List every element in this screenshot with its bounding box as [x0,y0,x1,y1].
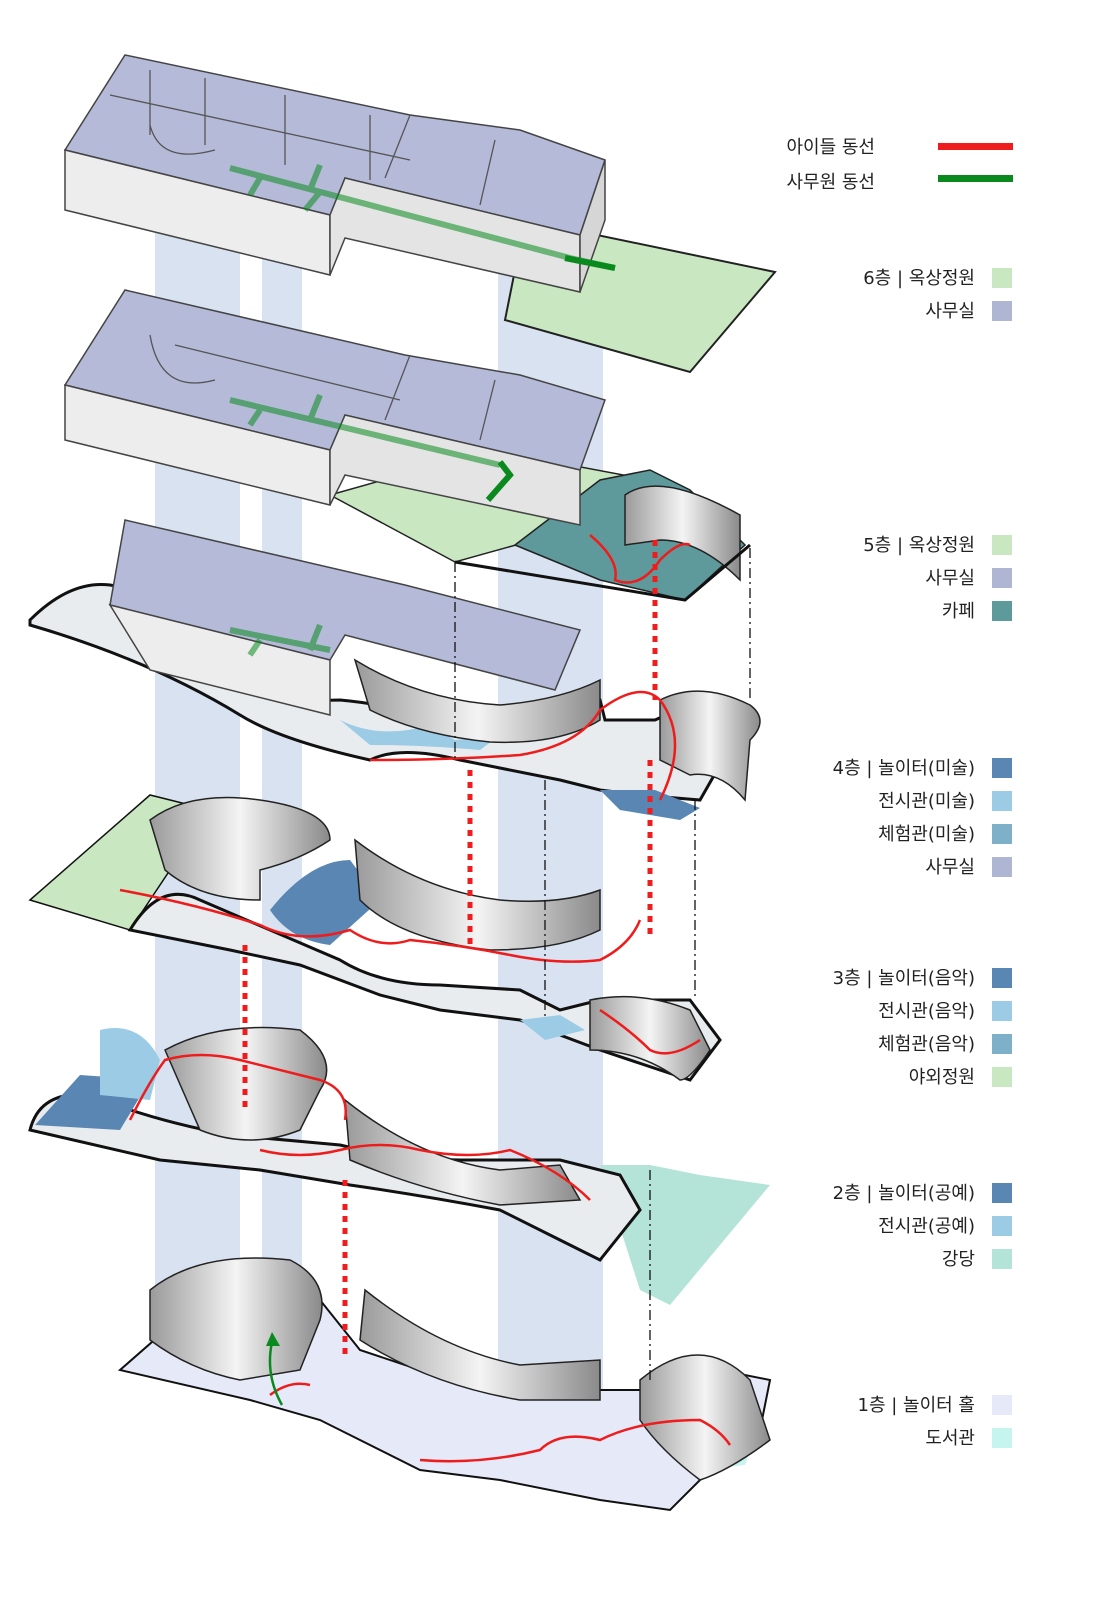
alignment-lines [454,548,751,1380]
music-exhibition-3f [520,1015,585,1040]
floor-legend-swatch [992,968,1012,988]
art-exhibition-4f [340,720,500,750]
music-playground-3f [270,860,380,945]
floor-legend-swatch [992,601,1012,621]
floor-legend-label: 6층 | 옥상정원 [863,268,975,289]
floor-1-model [117,1257,772,1512]
ribbon-wall-1f [639,1354,771,1481]
child-route-5f [589,534,691,584]
staff-entry-arrow-1f [268,1341,284,1406]
tube-wall-3f [589,995,711,1081]
office-partitions-5f [149,334,496,441]
floor-legend-label: 3층 | 놀이터(음악) [833,968,975,989]
floor-edge-5f [454,543,751,602]
child-route-4f [369,690,677,801]
pod-wall-1f [149,1257,323,1381]
staff-route-5f [229,393,501,468]
art-experience-wall-4f [659,690,761,802]
floor-legend-label: 체험관(음악) [878,1034,975,1055]
floor-plate-3f [127,892,722,1082]
floor-legend-swatch [992,1216,1012,1236]
floor-4-model [28,519,761,820]
floor-legend-label: 전시관(공예) [878,1216,975,1237]
floor-legend-swatch [992,268,1012,288]
floor-legend-swatch [992,824,1012,844]
staff-entry-arrowhead-1f [266,1332,280,1346]
craft-exhibition-2f [100,1028,160,1100]
floor-legend-swatch [992,301,1012,321]
floor-2-model [28,1026,770,1305]
floor-legend-swatch [992,791,1012,811]
staff-route-5f-exit [485,460,514,502]
child-route-3f [119,888,701,1055]
floor-legend-swatch [992,1067,1012,1087]
floor-legend-label: 4층 | 놀이터(미술) [833,758,975,779]
floor-legend-swatch [992,1249,1012,1269]
floor-legend-label: 카페 [942,601,975,622]
legend-children-route-label: 아이들 동선 [786,137,875,158]
route-legend: 아이들 동선 사무원 동선 [786,137,1013,193]
legend-staff-route-swatch [938,175,1013,182]
floor-5-model [63,289,751,602]
auditorium-floor-2f [600,1165,770,1305]
floor-legend-label: 야외정원 [909,1067,975,1088]
floor-legend-swatch [992,1001,1012,1021]
floor-legend-swatch [992,1183,1012,1203]
floor-legend-label: 체험관(미술) [878,824,975,845]
child-route-2f [128,1053,591,1201]
curved-wall-1f [359,1288,601,1401]
floor-6-model [63,54,777,374]
floor-legend-label: 전시관(미술) [878,791,975,812]
floor-legend-label: 사무실 [925,857,975,878]
vertical-child-route-connectors [242,540,658,1360]
floor-legend-label: 도서관 [925,1428,975,1449]
pod-wall-3f [149,796,331,901]
office-block-5f-side [329,414,581,526]
floor-legend-swatch [992,535,1012,555]
staff-route-4f [229,623,331,657]
floor-legend-swatch [992,1395,1012,1415]
legend-children-route-swatch [938,143,1013,150]
staff-route-6f-exit [564,255,616,271]
curved-wall-4f [353,658,601,744]
floor-legend-label: 전시관(음악) [878,1001,975,1022]
office-partitions-6f [109,70,496,206]
floor-legend-label: 사무실 [925,568,975,589]
floor-legend-label: 사무실 [925,301,975,322]
child-route-1f [269,1382,732,1463]
legend-staff-route-label: 사무원 동선 [786,172,875,193]
floor-legend-label: 2층 | 놀이터(공예) [833,1183,975,1204]
floor-legend-swatch [992,1428,1012,1448]
floor-legend-label: 5층 | 옥상정원 [863,535,975,556]
floor-legend-swatch [992,1034,1012,1054]
art-playground-4f [600,790,700,820]
floor-legend-swatch [992,568,1012,588]
floor-legend-swatch [992,758,1012,778]
floor-legend-label: 1층 | 놀이터 홀 [858,1395,975,1416]
floor-legend-swatch [992,857,1012,877]
floor-legend-label: 강당 [942,1249,975,1270]
curved-wall-3f [354,838,601,951]
floor-3-model [28,794,722,1082]
